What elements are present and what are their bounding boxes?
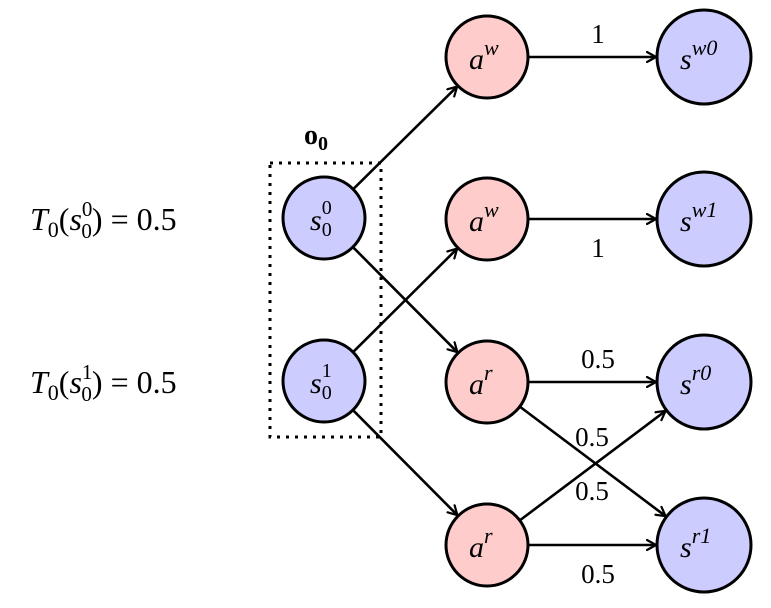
edge-probability-label: 0.5 [575,476,609,506]
edge-s00-aw1 [352,87,457,191]
node-circle [655,8,753,106]
action-node-ar2: ar [444,502,530,588]
action-node-aw2: aw [444,176,530,262]
edge-probability-label: 1 [591,19,605,49]
edge-probability-label: 1 [591,233,605,263]
node-circle [281,175,367,261]
node-circle [444,502,530,588]
node-label: sr0 [680,360,711,401]
node-label: sr1 [680,523,711,564]
node-label: aw [469,35,499,76]
observation-group-box [268,161,383,439]
group-layer [268,161,383,439]
node-label: aw [469,197,499,238]
node-circle [655,170,753,268]
edge-s01-aw2 [352,249,457,354]
state-node-sr0: sr0 [655,333,753,431]
node-circle [444,176,530,262]
state-node-sw0: sw0 [655,8,753,106]
action-node-aw1: aw [444,14,530,100]
edge-s01-ar2 [351,409,457,515]
edges-layer [351,57,666,545]
edge-probability-label: 0.5 [581,344,615,374]
node-label: sw0 [680,35,717,76]
node-circle [444,14,530,100]
node-circle [655,333,753,431]
node-circle [655,496,753,594]
edge-probability-label: 0.5 [581,559,615,589]
state-node-sw1: sw1 [655,170,753,268]
node-label: sw1 [680,197,717,238]
edge-ar1-sr1 [519,405,666,517]
node-label: ar [469,523,493,564]
edge-ar2-sr0 [519,411,666,522]
node-circle [281,338,367,424]
observation-group-label: o0 [304,120,328,155]
node-label: ar [469,360,493,401]
action-node-ar1: ar [444,339,530,425]
edge-probability-label: 0.5 [575,422,609,452]
node-circle [444,339,530,425]
state-node-sr1: sr1 [655,496,753,594]
